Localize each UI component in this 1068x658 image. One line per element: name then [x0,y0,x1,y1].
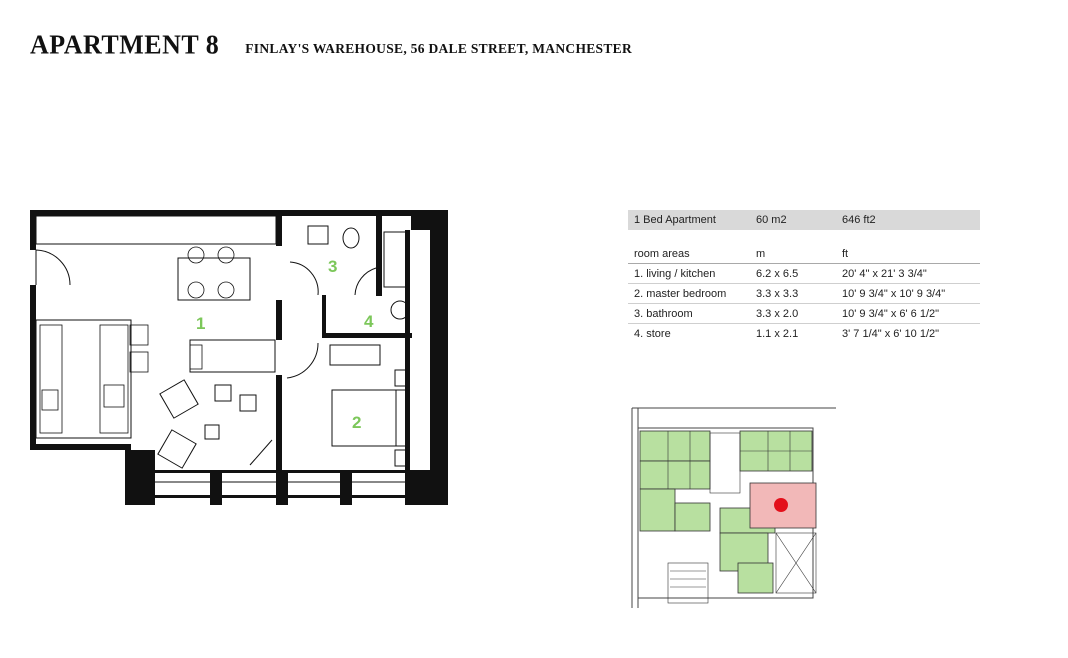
room-name: 2. master bedroom [634,287,727,300]
room-name: 4. store [634,327,671,340]
room-imperial: 10' 9 3/4" x 10' 9 3/4" [842,287,946,300]
area-m2: 60 m2 [756,214,787,226]
summary-row: 1 Bed Apartment 60 m2 646 ft2 [628,210,980,230]
site-key-plan [631,407,836,608]
table-row: 1. living / kitchen 6.2 x 6.5 20' 4" x 2… [628,264,980,284]
location-marker [774,498,788,512]
room-metric: 1.1 x 2.1 [756,327,799,340]
room-metric: 3.3 x 3.3 [756,287,799,300]
room-1-label: 1 [196,314,205,333]
room-metric: 3.3 x 2.0 [756,307,799,320]
column-header-ft: ft [842,247,849,260]
room-3-label: 3 [328,257,337,276]
room-4-label: 4 [364,312,374,331]
table-row: 3. bathroom 3.3 x 2.0 10' 9 3/4" x 6' 6 … [628,304,980,324]
area-table-header: room areas m ft [628,244,980,264]
room-imperial: 10' 9 3/4" x 6' 6 1/2" [842,307,940,320]
page-subtitle: FINLAY'S WAREHOUSE, 56 DALE STREET, MANC… [245,41,633,56]
column-header-room: room areas [634,247,690,260]
page-header: APARTMENT 8 FINLAY'S WAREHOUSE, 56 DALE … [30,29,633,60]
room-metric: 6.2 x 6.5 [756,267,799,280]
room-2-label: 2 [352,413,361,432]
room-name: 1. living / kitchen [634,267,716,280]
room-name: 3. bathroom [634,307,693,320]
column-header-m: m [756,247,766,260]
page-title: APARTMENT 8 [30,29,220,60]
room-imperial: 3' 7 1/4" x 6' 10 1/2" [842,327,940,340]
table-row: 2. master bedroom 3.3 x 3.3 10' 9 3/4" x… [628,284,980,304]
apartment-type: 1 Bed Apartment [634,214,716,226]
table-row: 4. store 1.1 x 2.1 3' 7 1/4" x 6' 10 1/2… [628,324,980,343]
area-ft2: 646 ft2 [842,214,876,226]
room-imperial: 20' 4" x 21' 3 3/4" [842,267,927,280]
area-table: 1 Bed Apartment 60 m2 646 ft2 room areas… [628,210,980,343]
